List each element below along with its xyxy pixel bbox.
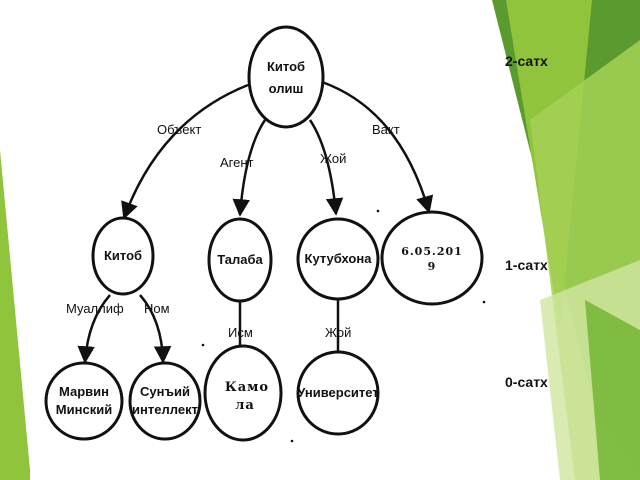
edge-muallif-arrow [77,294,111,364]
node-marvin: Марвин Минский [44,361,124,441]
edge-label-muallif: Муаллиф [66,301,124,316]
edge-agent-arrow [232,119,267,217]
dot-mark [482,300,486,304]
left-accent-strip [0,150,30,480]
node-kitob-olish-line1: Китоб [267,59,305,74]
dot-mark [201,343,205,347]
node-kitob: Китоб [91,216,155,296]
node-intellekt-line1: Сунъий [140,384,190,399]
edge-obekt-arrow [121,83,249,220]
edge-label-obekt: Объект [157,122,201,137]
level-1-label: 1-сатх [505,257,548,273]
level-0-label: 0-сатх [505,374,548,390]
node-date-line2: 9 [428,260,437,273]
edge-label-joy-top: Жой [320,151,346,166]
edge-label-ism: Исм [228,325,253,340]
node-talaba: Талаба [207,217,273,303]
node-kitob-olish: Китоб олиш [247,25,325,129]
node-kutubxona: Кутубхона [296,217,380,301]
node-kamola: Камо ла [203,344,283,442]
node-marvin-line1: Марвин [59,384,109,399]
node-marvin-line2: Минский [56,402,112,417]
node-universitet-label: Университет [297,385,378,400]
dot-mark [290,439,294,443]
dot-mark [376,209,380,213]
edge-label-joy-bottom: Жой [325,325,351,340]
edge-vaqt-arrow [321,80,434,214]
node-kitob-label: Китоб [104,248,142,263]
node-date-line1: 6.05.201 [401,245,463,258]
right-accent-bottom [585,300,640,480]
edge-label-vaqt: Вакт [372,122,400,137]
edge-nom-arrow [139,294,172,364]
node-universitet: Университет [296,350,380,436]
node-kutubxona-label: Кутубхона [305,251,373,266]
edge-label-agent: Агент [220,155,254,170]
node-talaba-label: Талаба [217,252,263,267]
edge-joy-top-arrow [308,119,344,216]
node-kamola-line2: ла [235,398,255,413]
node-intellekt: Сунъий интеллект [128,361,202,441]
node-intellekt-line2: интеллект [132,402,198,417]
node-date: 6.05.201 9 [380,210,484,306]
node-kitob-olish-line2: олиш [269,81,304,96]
node-kamola-line1: Камо [225,380,269,395]
level-2-label: 2-сатх [505,53,548,69]
edge-label-nom: Ном [144,301,170,316]
